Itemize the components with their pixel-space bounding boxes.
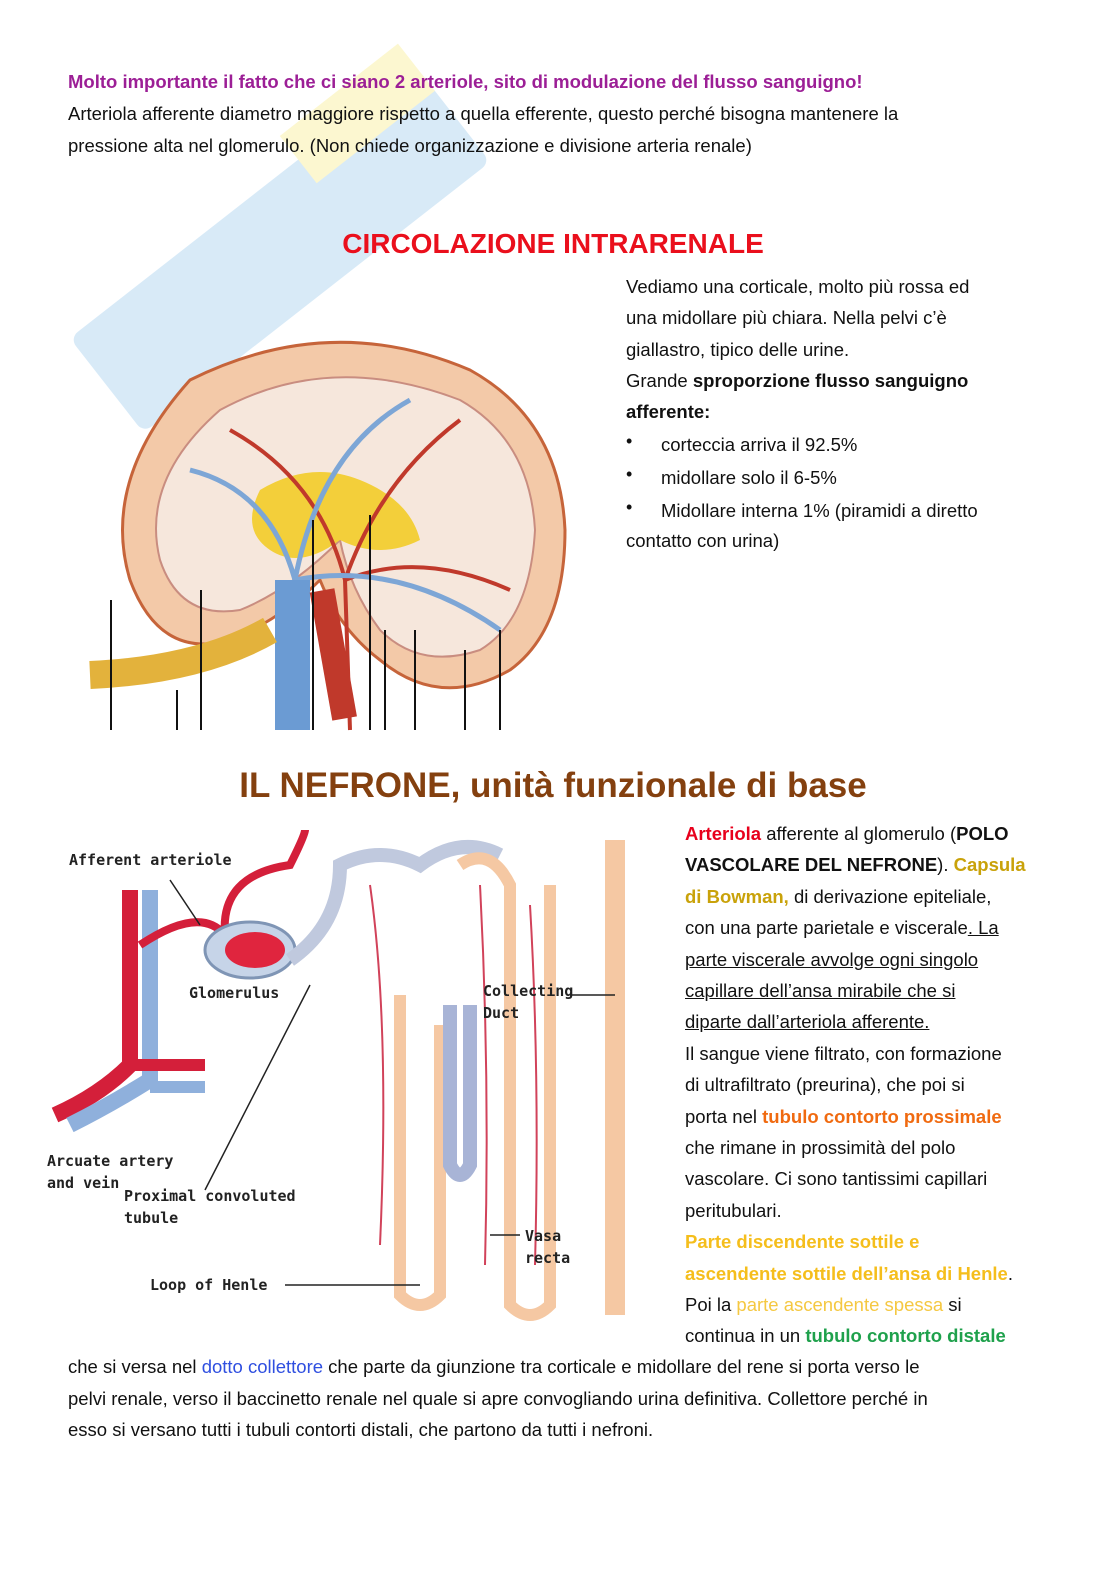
text-line: parte viscerale avvolge ogni singolo xyxy=(685,948,978,972)
label-arcuate-artery: Arcuate artery xyxy=(47,1152,174,1170)
text-line: Molto importante il fatto che ci siano 2… xyxy=(68,70,863,94)
text-segment: VASCOLARE DEL NEFRONE xyxy=(685,854,938,876)
text-line: Poi la parte ascendente spessa si xyxy=(685,1293,962,1317)
bullet-icon: • xyxy=(626,431,633,451)
text-segment: vascolare. Ci sono tantissimi capillari xyxy=(685,1168,988,1190)
text-segment: si xyxy=(943,1294,962,1315)
text-segment: parte viscerale avvolge ogni singolo xyxy=(685,948,979,970)
text-line: giallastro, tipico delle urine. xyxy=(626,338,849,362)
text-segment: che si versa nel xyxy=(68,1356,202,1377)
label-afferent-arteriole: Afferent arteriole xyxy=(69,851,232,869)
text-segment: che parte da giunzione tra corticale e m… xyxy=(323,1356,920,1377)
bullet-continuation: contatto con urina) xyxy=(626,530,780,551)
text-line: Grande sproporzione flusso sanguigno xyxy=(626,369,968,393)
text-line: pressione alta nel glomerulo. (Non chied… xyxy=(68,134,752,158)
text-line: vascolare. Ci sono tantissimi capillari xyxy=(685,1167,987,1191)
label-tubule: tubule xyxy=(124,1209,179,1227)
text-line: Arteriola afferente al glomerulo (POLO xyxy=(685,822,1009,846)
text-segment: Parte discendente sottile e xyxy=(685,1231,920,1253)
text-segment: afferente: xyxy=(626,401,711,423)
kidney-circulation-illustration xyxy=(89,340,567,731)
text-segment: . La xyxy=(967,917,999,939)
text-segment: Il sangue viene filtrato, con formazione xyxy=(685,1042,1002,1064)
text-line: esso si versano tutti i tubuli contorti … xyxy=(68,1418,653,1442)
bullet-item: corteccia arriva il 92.5% xyxy=(661,434,858,455)
text-line: capillare dell’ansa mirabile che si xyxy=(685,979,955,1003)
text-line: che si versa nel dotto collettore che pa… xyxy=(68,1355,919,1379)
text-segment: afferente al glomerulo ( xyxy=(761,823,957,844)
text-segment: porta nel xyxy=(685,1105,763,1127)
text-segment: Molto importante il fatto che ci siano 2… xyxy=(68,71,863,92)
text-segment: . xyxy=(1007,1262,1013,1284)
text-line: afferente: xyxy=(626,400,710,424)
label-collecting: Collecting xyxy=(483,982,574,1000)
text-line: diparte dall’arteriola afferente. xyxy=(685,1010,929,1034)
bullet-icon: • xyxy=(626,497,633,517)
text-segment: continua in un xyxy=(685,1325,806,1347)
text-segment: Poi la xyxy=(685,1294,737,1315)
text-line: che rimane in prossimità del polo xyxy=(685,1136,955,1160)
text-line: peritubulari. xyxy=(685,1199,782,1223)
label-glomerulus: Glomerulus xyxy=(189,984,280,1002)
text-line: di Bowman, di derivazione epiteliale, xyxy=(685,885,991,909)
text-segment: Arteriola xyxy=(685,823,762,844)
text-segment: parte ascendente spessa xyxy=(736,1294,944,1315)
text-line: Il sangue viene filtrato, con formazione xyxy=(685,1042,1002,1066)
text-segment: una midollare più chiara. Nella pelvi c’… xyxy=(626,307,947,329)
text-line: Arteriola afferente diametro maggiore ri… xyxy=(68,102,898,126)
bullet-icon: • xyxy=(626,464,633,484)
nephron-illustration xyxy=(51,829,625,1321)
text-segment: Capsula xyxy=(953,854,1026,876)
text-line: porta nel tubulo contorto prossimale xyxy=(685,1105,1002,1129)
label-and-vein: and vein xyxy=(47,1174,120,1192)
text-segment: tubulo contorto distale xyxy=(805,1325,1006,1347)
text-segment: peritubulari. xyxy=(685,1199,782,1221)
text-segment: esso si versano tutti i tubuli contorti … xyxy=(68,1419,654,1440)
text-segment: capillare dell’ansa mirabile che si xyxy=(685,980,956,1001)
text-segment: POLO xyxy=(956,823,1009,844)
label-loop-of-henle: Loop of Henle xyxy=(150,1276,268,1294)
text-line: una midollare più chiara. Nella pelvi c’… xyxy=(626,306,947,330)
text-segment: Arteriola afferente diametro maggiore ri… xyxy=(68,103,899,124)
text-segment: giallastro, tipico delle urine. xyxy=(626,338,850,360)
text-segment: di derivazione epiteliale, xyxy=(788,885,992,907)
section-title-nefrone: IL NEFRONE, unità funzionale di base xyxy=(239,766,867,805)
text-segment: con una parte parietale e viscerale xyxy=(685,917,968,939)
text-segment: Grande xyxy=(626,369,693,391)
text-segment: diparte dall’arteriola afferente. xyxy=(685,1011,930,1033)
text-line: VASCOLARE DEL NEFRONE). Capsula xyxy=(685,853,1026,877)
bullet-item: Midollare interna 1% (piramidi a diretto xyxy=(661,500,978,521)
text-segment: pelvi renale, verso il baccinetto renale… xyxy=(68,1387,928,1409)
label-recta: recta xyxy=(525,1249,571,1267)
label-duct: Duct xyxy=(483,1004,520,1022)
label-proximal-convoluted: Proximal convoluted xyxy=(124,1187,296,1205)
text-segment: dotto collettore xyxy=(201,1356,324,1377)
text-line: con una parte parietale e viscerale. La xyxy=(685,916,999,940)
label-vasa: Vasa xyxy=(525,1227,562,1245)
text-line: pelvi renale, verso il baccinetto renale… xyxy=(68,1387,928,1411)
text-segment: Vediamo una corticale, molto più rossa e… xyxy=(626,276,970,297)
bullet-item: midollare solo il 6-5% xyxy=(661,467,837,488)
text-line: di ultrafiltrato (preurina), che poi si xyxy=(685,1073,965,1097)
text-segment: ). xyxy=(937,854,954,876)
section-title-circolazione: CIRCOLAZIONE INTRARENALE xyxy=(342,228,764,259)
text-segment: tubulo contorto prossimale xyxy=(762,1105,1002,1127)
text-segment: che rimane in prossimità del polo xyxy=(685,1137,956,1158)
text-segment: sproporzione flusso sanguigno xyxy=(692,369,969,391)
text-line: Vediamo una corticale, molto più rossa e… xyxy=(626,275,969,299)
text-line: ascendente sottile dell’ansa di Henle. xyxy=(685,1262,1013,1286)
text-line: continua in un tubulo contorto distale xyxy=(685,1324,1006,1348)
text-segment: di Bowman, xyxy=(685,885,789,907)
text-segment: ascendente sottile dell’ansa di Henle xyxy=(685,1262,1008,1284)
text-line: Parte discendente sottile e xyxy=(685,1230,919,1254)
text-segment: di ultrafiltrato (preurina), che poi si xyxy=(685,1074,965,1096)
text-segment: pressione alta nel glomerulo. (Non chied… xyxy=(68,135,752,156)
